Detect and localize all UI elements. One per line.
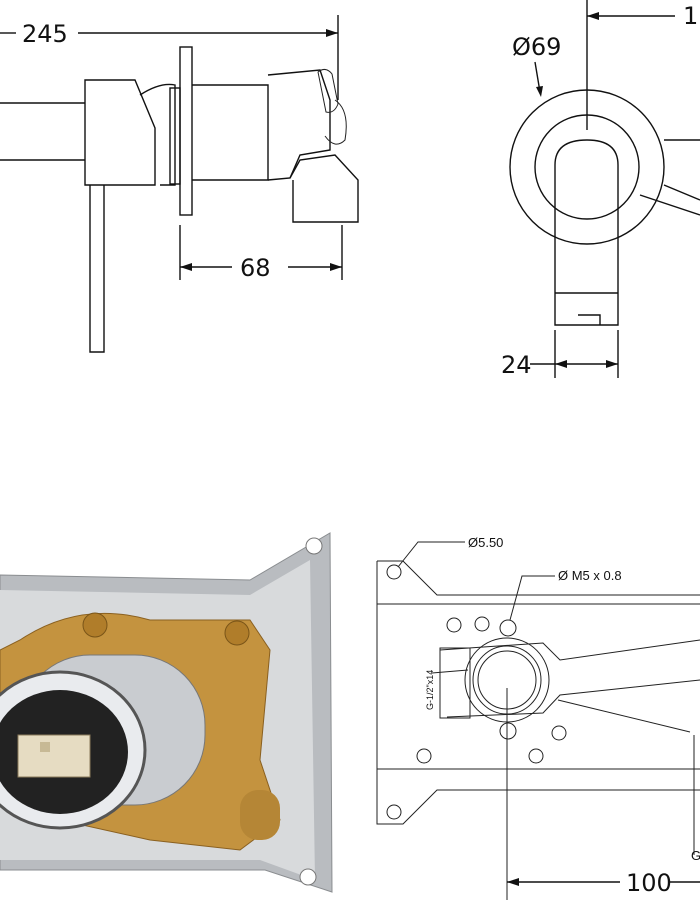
dim-length-label: 245 (22, 20, 68, 48)
valve-body (192, 84, 269, 181)
outlet-thread-label: G (691, 848, 700, 863)
inlet-fitting (289, 154, 359, 223)
spindle-detail (40, 742, 50, 752)
bracket-rail (377, 603, 700, 770)
inlet-port (439, 647, 471, 719)
lever-handle (89, 185, 105, 353)
cartridge-detail (317, 68, 339, 113)
body-drawing: Ø5.50 Ø M5 x 0.8 G-1/2"x14 G 100 (376, 535, 700, 900)
screw-lug (499, 619, 517, 637)
valve-body-photo (0, 532, 333, 893)
spout-tip (555, 292, 618, 325)
bracket-outline (376, 560, 700, 825)
leader-line (509, 575, 555, 621)
mount-hole (386, 804, 402, 820)
dim-depth-label: 68 (240, 254, 271, 282)
arrowhead (507, 878, 519, 886)
neck (139, 83, 176, 186)
mount-hole (299, 868, 317, 886)
dim-plate-diameter-label: Ø69 (512, 33, 561, 61)
collar-circle (534, 114, 640, 220)
thread-screw-label: Ø M5 x 0.8 (558, 568, 622, 583)
mount-hole (305, 537, 323, 555)
side-view: 245 68 (0, 15, 359, 353)
dim-spout-width-label: 24 (501, 351, 532, 379)
spout-body-outline (439, 639, 700, 733)
screw-boss (224, 620, 250, 646)
hole (416, 748, 432, 764)
mount-hole (386, 564, 402, 580)
front-view: 1 Ø69 24 (501, 0, 700, 379)
hole-diameter-label: Ø5.50 (468, 535, 503, 550)
lever-body (84, 79, 156, 186)
arrowhead (326, 29, 338, 37)
dim-center-offset-label: 100 (626, 869, 672, 897)
cartridge-detail-2 (324, 99, 347, 145)
hole (528, 748, 544, 764)
hole (446, 617, 462, 633)
leader-line (431, 669, 469, 674)
arrowhead (587, 12, 599, 20)
inlet-thread-label: G-1/2"x14 (425, 670, 435, 710)
dim-offset-label: 1 (683, 2, 698, 30)
lever-front (639, 139, 700, 216)
hole (474, 616, 490, 632)
inlet-stub (240, 790, 280, 840)
collar (169, 87, 181, 185)
arrowhead (536, 86, 543, 97)
cartridge-spindle (17, 734, 91, 778)
hole (551, 725, 567, 741)
leader-line (397, 541, 465, 568)
spout-outline (0, 102, 85, 161)
wall-plate (179, 46, 193, 216)
spout-front (554, 139, 619, 326)
screw-lug (499, 722, 517, 740)
screw-boss (82, 612, 108, 638)
